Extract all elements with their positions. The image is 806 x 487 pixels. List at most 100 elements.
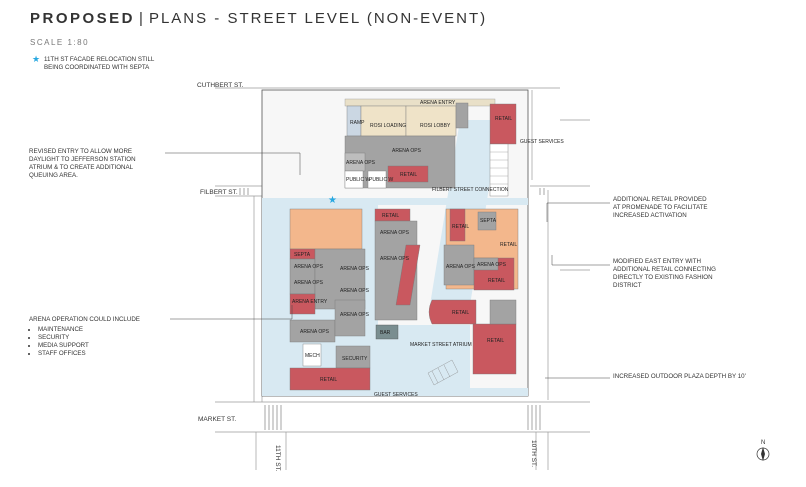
- room-label: ARENA OPS: [380, 256, 410, 262]
- lobby-room: [405, 105, 457, 137]
- room-label: ARENA OPS: [392, 148, 422, 154]
- street-label-10th: 10TH ST.: [530, 440, 537, 467]
- note-line: DISTRICT: [613, 282, 642, 289]
- note-line: INCREASED OUTDOOR PLAZA DEPTH BY 10': [613, 373, 746, 380]
- market-street-atrium-area: [370, 325, 470, 390]
- note-line: ADDITIONAL RETAIL CONNECTING: [613, 266, 716, 273]
- stair-treads: [490, 151, 508, 185]
- room-label: ARENA ENTRY: [420, 100, 456, 106]
- leader-lines: [165, 152, 610, 379]
- stair-room: [489, 143, 509, 197]
- retail-s-room: [428, 299, 477, 325]
- retail-ne-room: [489, 103, 517, 145]
- room-label: ARENA OPS: [294, 264, 324, 270]
- retail-diagonal-room: [395, 244, 421, 306]
- street-label-11th: 11TH ST.: [274, 445, 281, 472]
- note-item: MAINTENANCE: [38, 326, 140, 334]
- north-label: N: [761, 440, 765, 446]
- retail-mid-room: [387, 165, 429, 183]
- crosswalks: [239, 188, 545, 430]
- room-label: ARENA OPS: [340, 266, 370, 272]
- note-item: MEDIA SUPPORT: [38, 342, 140, 350]
- arena-ops-e2-room: [473, 257, 499, 271]
- public-w1-room: [344, 170, 364, 189]
- core-e-room: [489, 299, 517, 325]
- room-label: GUEST SERVICES: [520, 139, 564, 145]
- room-label: MARKET STREET ATRIUM: [410, 342, 472, 348]
- room-label: RETAIL: [400, 172, 417, 178]
- note-item: SECURITY: [38, 334, 140, 342]
- note-line: DIRECTLY TO EXISTING FASHION: [613, 274, 713, 281]
- room-label: MECH: [305, 353, 320, 359]
- public-w2-room: [367, 170, 387, 189]
- note-line: DAYLIGHT TO JEFFERSON STATION: [29, 156, 136, 163]
- room-label: PUBLIC W: [346, 177, 370, 183]
- arena-ops-w5-room: [334, 299, 366, 337]
- arena-ops-w1-room: [289, 258, 316, 295]
- scale-label: SCALE 1:80: [30, 38, 90, 47]
- note-title: ARENA OPERATION COULD INCLUDE: [29, 316, 140, 323]
- room-label: RAMP: [350, 120, 365, 126]
- street-label-filbert: FILBERT ST.: [200, 189, 238, 196]
- room-label: FILBERT STREET CONNECTION: [432, 187, 509, 193]
- room-label: ARENA OPS: [446, 264, 476, 270]
- room-label: RETAIL: [487, 338, 504, 344]
- room-label: SEPTA: [480, 218, 497, 224]
- note-line: INCREASED ACTIVATION: [613, 212, 687, 219]
- loading-room: [360, 105, 407, 137]
- note-line: ADDITIONAL RETAIL PROVIDED: [613, 196, 707, 203]
- mech-room: [302, 343, 322, 367]
- title-divider: |: [139, 10, 145, 27]
- room-label: RETAIL: [495, 116, 512, 122]
- star-icon: ★: [32, 54, 41, 64]
- note-line: REVISED ENTRY TO ALLOW MORE: [29, 148, 133, 155]
- room-label: RETAIL: [488, 278, 505, 284]
- arena-ops-w2-room: [314, 248, 366, 310]
- room-label: PUBLIC W: [369, 177, 393, 183]
- room-label: RETAIL: [452, 310, 469, 316]
- north-arrow: N: [756, 440, 770, 461]
- note-left-entry: REVISED ENTRY TO ALLOW MORE DAYLIGHT TO …: [29, 148, 136, 180]
- arena-entry-w-room: [289, 293, 316, 315]
- note-right-plaza: INCREASED OUTDOOR PLAZA DEPTH BY 10': [613, 373, 746, 381]
- note-item: STAFF OFFICES: [38, 350, 140, 358]
- room-label: SEPTA: [294, 252, 311, 258]
- note-line: ATRIUM & TO CREATE ADDITIONAL: [29, 164, 134, 171]
- street-label-cuthbert: CUTHBERT ST.: [197, 82, 244, 89]
- room-label: ARENA OPS: [380, 230, 410, 236]
- room-label: ROSI LOADING: [370, 123, 406, 129]
- room-label: ARENA OPS: [300, 329, 330, 335]
- plaza-stairs: [427, 359, 459, 386]
- note-line: MODIFIED EAST ENTRY WITH: [613, 258, 702, 265]
- room-label: BAR: [380, 330, 391, 336]
- note-line: AT PROMENADE TO FACILITATE: [613, 204, 708, 211]
- room-label: ARENA OPS: [346, 160, 376, 166]
- note-right-retail: ADDITIONAL RETAIL PROVIDED AT PROMENADE …: [613, 196, 708, 220]
- peach-room: [289, 208, 363, 250]
- street-label-market: MARKET ST.: [198, 416, 236, 423]
- core-room: [455, 102, 469, 129]
- room-label: RETAIL: [382, 213, 399, 219]
- title-text: PLANS - STREET LEVEL (NON-EVENT): [148, 10, 488, 27]
- retail-se-room: [472, 323, 517, 375]
- room-label: ARENA OPS: [477, 262, 507, 268]
- septa-e-room: [477, 211, 497, 231]
- retail-sw-room: [289, 367, 371, 391]
- retail-e1-room: [449, 208, 466, 242]
- room-label: GUEST SERVICES: [374, 392, 418, 398]
- room-label: ARENA OPS: [340, 288, 370, 294]
- room-label: SECURITY: [342, 356, 368, 362]
- note-line: QUEUING AREA.: [29, 172, 78, 179]
- star-note: ★ 11TH ST FACADE RELOCATION STILL BEING …: [32, 54, 154, 72]
- note-arena-ops: ARENA OPERATION COULD INCLUDE MAINTENANC…: [29, 316, 140, 358]
- room-label: RETAIL: [500, 242, 517, 248]
- star-note-line: BEING COORDINATED WITH SEPTA: [44, 64, 150, 71]
- bar-room: [375, 324, 399, 340]
- room-label: ARENA OPS: [294, 280, 324, 286]
- title-bold: PROPOSED: [30, 10, 136, 27]
- room-label: RETAIL: [320, 377, 337, 383]
- room-label: ARENA ENTRY: [292, 299, 328, 305]
- page-title: PROPOSED|PLANS - STREET LEVEL (NON-EVENT…: [30, 10, 487, 27]
- room-label: ARENA OPS: [340, 312, 370, 318]
